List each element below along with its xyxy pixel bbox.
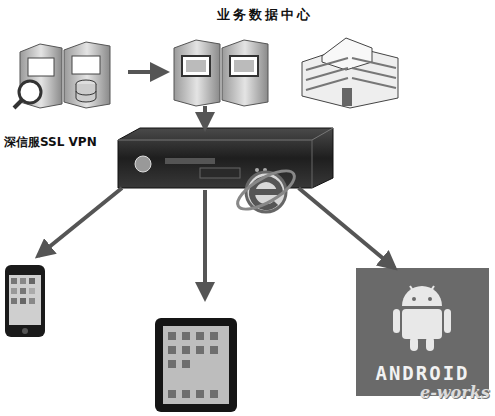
server-group-center [174,40,268,106]
vpn-appliance [118,128,333,188]
building [302,38,398,108]
datacenter-group: 业务数据中心 [150,6,380,106]
phone-device [5,265,45,337]
android-box: ANDROID [356,268,489,396]
node-label: 深信服SSL VPN [4,134,97,151]
flow-arrow [203,190,207,298]
flow-arrow [38,188,122,256]
browser-logo [232,164,299,217]
watermark: e-works [420,383,490,402]
tablet-device [155,318,237,412]
vpn-box: 深信服SSL VPN [118,128,333,188]
server-group-left [14,42,110,108]
flow-arrow [128,70,166,74]
node-label: 业务数据中心 [150,6,380,24]
flow-arrow [203,106,207,128]
flow-arrow [299,188,395,268]
android-panel [356,268,489,396]
node-label: ANDROID [356,362,489,384]
